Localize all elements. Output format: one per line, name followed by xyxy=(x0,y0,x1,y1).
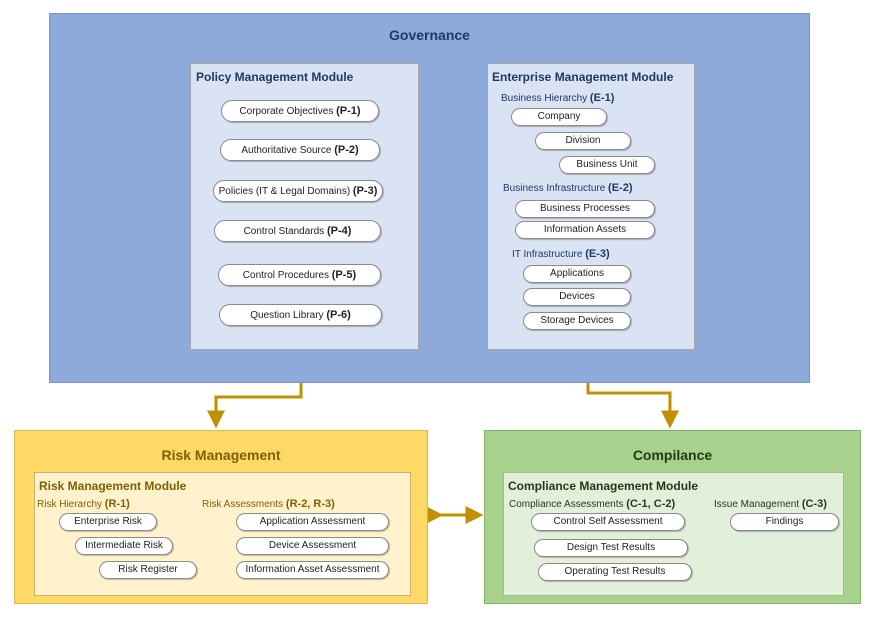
risk-hierarchy-item: Risk Register xyxy=(99,561,197,579)
policy-item-code: (P-3) xyxy=(352,185,378,197)
policy-item-text: Corporate Objectives xyxy=(239,106,337,117)
issue-management-label: Issue Management (C-3) xyxy=(714,498,827,510)
enterprise-item-text: Storage Devices xyxy=(540,315,614,326)
policy-item-text: Authoritative Source xyxy=(241,145,335,156)
enterprise-group-label: Business Hierarchy (E-1) xyxy=(501,92,615,104)
risk-assessment-item-text: Device Assessment xyxy=(268,540,357,551)
risk-assessment-item: Device Assessment xyxy=(236,537,389,555)
risk-hierarchy-item: Intermediate Risk xyxy=(75,537,173,555)
policy-item: Question Library (P-6) xyxy=(219,304,382,326)
risk-hierarchy-label: Risk Hierarchy (R-1) xyxy=(37,498,130,510)
risk-assessment-item-text: Application Assessment xyxy=(259,516,366,527)
enterprise-module-title: Enterprise Management Module xyxy=(492,70,674,84)
risk-module-title: Risk Management Module xyxy=(39,479,187,493)
risk-assessment-item: Application Assessment xyxy=(236,513,389,531)
policy-item-code: (P-4) xyxy=(326,225,352,237)
enterprise-item: Applications xyxy=(523,265,631,283)
enterprise-item: Division xyxy=(535,132,631,150)
governance-title: Governance xyxy=(389,27,470,43)
compliance-assessment-item-text: Design Test Results xyxy=(566,542,656,553)
compliance-management-module: Compliance Management Module Compliance … xyxy=(503,472,844,596)
compliance-title: Compilance xyxy=(632,447,713,463)
compliance-assessment-item: Control Self Assessment xyxy=(531,513,685,531)
compliance-assessment-item-text: Operating Test Results xyxy=(564,566,666,577)
policy-item-code: (P-6) xyxy=(326,309,351,321)
policy-management-module: Policy Management Module Corporate Objec… xyxy=(190,63,419,350)
policy-item: Policies (IT & Legal Domains) (P-3) xyxy=(213,180,383,202)
enterprise-group-label: Business Infrastructure (E-2) xyxy=(503,182,633,194)
enterprise-item-text: Company xyxy=(537,111,581,122)
risk-assessment-item-text: Information Asset Assessment xyxy=(245,564,380,575)
enterprise-item-text: Information Assets xyxy=(543,224,627,235)
enterprise-item: Devices xyxy=(523,288,631,306)
enterprise-item-text: Division xyxy=(565,135,601,146)
policy-item-text: Control Standards xyxy=(243,226,327,237)
enterprise-item: Information Assets xyxy=(515,221,655,239)
policy-item-code: (P-1) xyxy=(336,105,361,117)
risk-region: Risk Management Risk Management Module R… xyxy=(14,430,428,604)
issue-item: Findings xyxy=(730,513,839,531)
governance-region: Governance Policy Management Module Corp… xyxy=(49,13,810,383)
compliance-assessment-item-text: Control Self Assessment xyxy=(553,516,663,527)
risk-management-module: Risk Management Module Risk Hierarchy (R… xyxy=(34,472,411,596)
issue-item-text: Findings xyxy=(765,516,804,527)
enterprise-item: Business Unit xyxy=(559,156,655,174)
risk-assessment-item: Information Asset Assessment xyxy=(236,561,389,579)
compliance-assessment-item: Operating Test Results xyxy=(538,563,692,581)
risk-hierarchy-item-text: Intermediate Risk xyxy=(85,540,163,551)
enterprise-item-text: Applications xyxy=(550,268,604,279)
compliance-module-title: Compliance Management Module xyxy=(508,479,699,493)
risk-hierarchy-item-text: Risk Register xyxy=(118,564,178,575)
policy-module-title: Policy Management Module xyxy=(196,70,354,84)
enterprise-item-text: Business Processes xyxy=(539,203,631,214)
enterprise-group-label: IT Infrastructure (E-3) xyxy=(512,248,610,260)
compliance-region: Compilance Compliance Management Module … xyxy=(484,430,861,604)
policy-item-code: (P-5) xyxy=(331,269,357,281)
policy-item: Corporate Objectives (P-1) xyxy=(221,100,379,122)
risk-hierarchy-item: Enterprise Risk xyxy=(59,513,157,531)
enterprise-item-text: Business Unit xyxy=(576,159,638,170)
policy-item: Control Procedures (P-5) xyxy=(218,264,381,286)
policy-item-text: Question Library xyxy=(250,310,327,321)
risk-title: Risk Management xyxy=(161,447,281,463)
policy-item-text: Policies (IT & Legal Domains) xyxy=(218,186,353,197)
policy-item: Authoritative Source (P-2) xyxy=(220,139,380,161)
policy-item-code: (P-2) xyxy=(334,144,359,156)
enterprise-item-text: Devices xyxy=(559,291,595,302)
compliance-assessment-item: Design Test Results xyxy=(534,539,688,557)
enterprise-item: Business Processes xyxy=(515,200,655,218)
risk-hierarchy-item-text: Enterprise Risk xyxy=(74,516,142,527)
compliance-assessments-label: Compliance Assessments (C-1, C-2) xyxy=(509,498,676,510)
enterprise-item: Company xyxy=(511,108,607,126)
risk-assessments-label: Risk Assessments (R-2, R-3) xyxy=(202,498,335,510)
enterprise-item: Storage Devices xyxy=(523,312,631,330)
policy-item: Control Standards (P-4) xyxy=(214,220,381,242)
enterprise-management-module: Enterprise Management Module Business Hi… xyxy=(487,63,695,350)
policy-item-text: Control Procedures xyxy=(242,270,332,281)
